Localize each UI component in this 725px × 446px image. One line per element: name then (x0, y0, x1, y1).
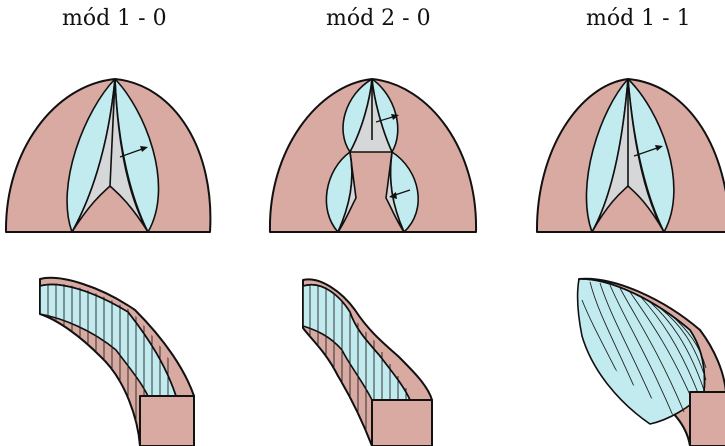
mode-1-0-top-view (4, 78, 212, 233)
end-face (139, 395, 195, 446)
mode-1-1-title: mód 1 - 1 (586, 6, 691, 31)
lower-inner-fold (337, 151, 357, 233)
mode-2-0-section (302, 278, 433, 446)
displacement-arrow (119, 147, 146, 158)
mode-1-0-title: mód 1 - 0 (62, 6, 167, 31)
mode-2-0-top-view (268, 78, 478, 233)
membrane-surface (576, 278, 706, 425)
upper-inner-fold (349, 78, 393, 153)
mode-1-1-top-view (535, 78, 725, 233)
mode-1-1-section (576, 277, 725, 446)
mode-2-0-title: mód 2 - 0 (326, 6, 431, 31)
end-face (689, 391, 725, 446)
end-face (371, 399, 433, 446)
mode-1-0-section (39, 276, 195, 446)
displacement-arrow (633, 146, 661, 157)
